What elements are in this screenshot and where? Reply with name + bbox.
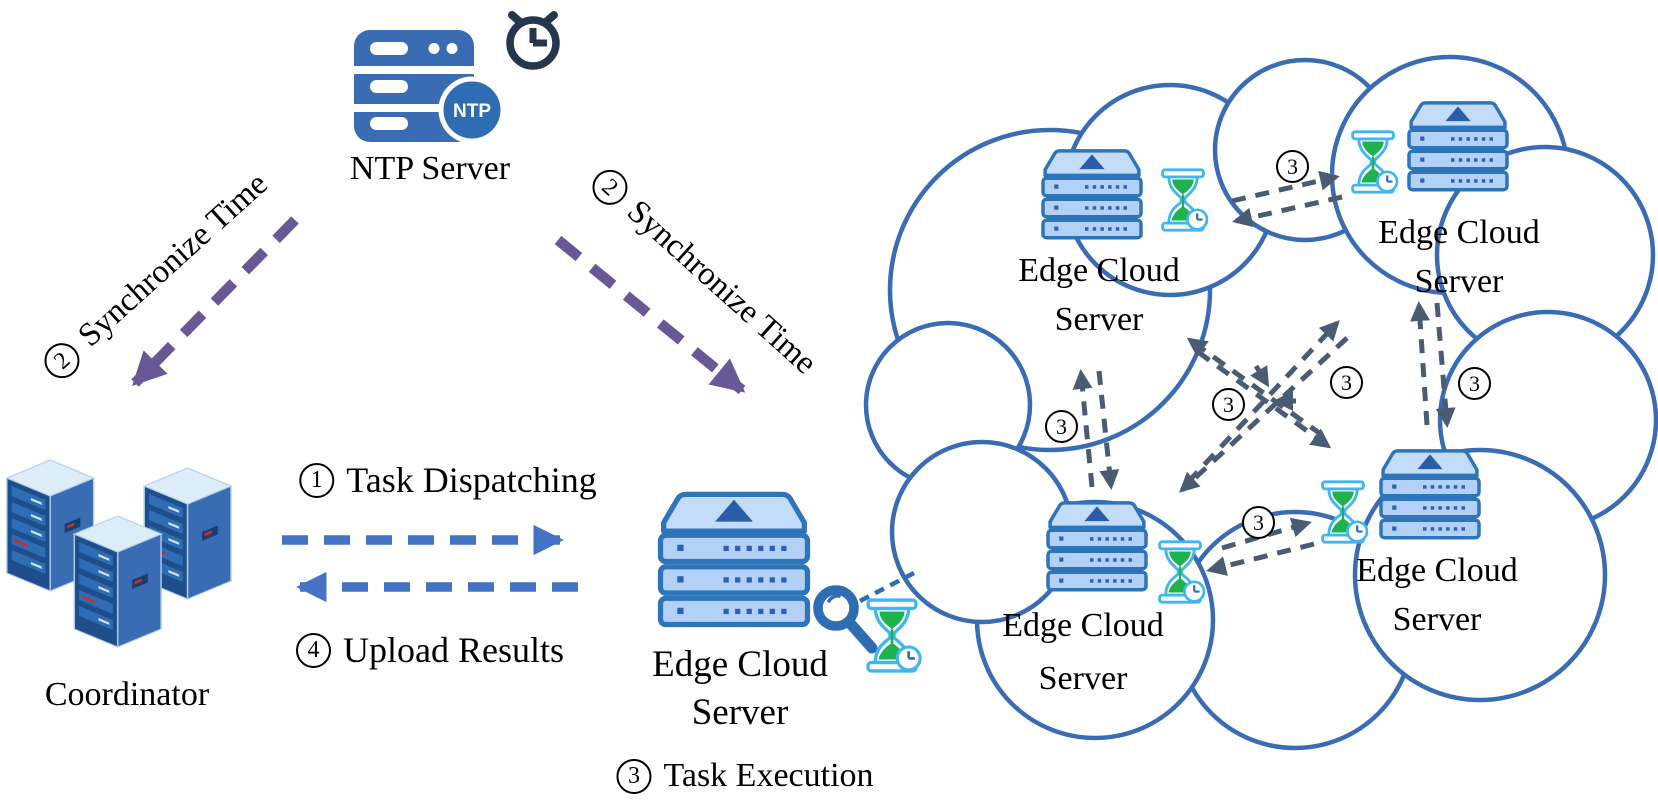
ntp-badge: NTP (438, 76, 506, 144)
task-execution-text: Task Execution (663, 757, 874, 794)
edge-cloud-server-label-bottom-left: Edge Cloud Server (1002, 599, 1163, 705)
step-3-badge: 3 (616, 758, 652, 794)
label-line2: Server (1414, 263, 1504, 300)
coordinator-text: Coordinator (44, 676, 210, 713)
label-line1: Edge Cloud (652, 644, 828, 685)
task-execution-label: 3 Task Execution (616, 757, 874, 795)
upload-results-label: 4 Upload Results (296, 629, 564, 671)
edge-cloud-server-icon-top-left (1036, 146, 1148, 244)
step-3-badge: 3 (1330, 366, 1363, 399)
label-line2: Server (691, 692, 789, 733)
edge-cloud-server-label-bottom-right: Edge Cloud Server (1356, 546, 1517, 644)
ntp-server-label: NTP Server (350, 150, 510, 188)
label-line2: Server (1392, 601, 1482, 638)
edge-cloud-server-icon-bottom-left (1041, 498, 1153, 596)
label-line1: Edge Cloud (1378, 214, 1540, 251)
hourglass-icon-bottom-right (1316, 480, 1370, 544)
cloud-exchange-arrows (1072, 170, 1456, 576)
hourglass-icon-bottom-left (1153, 540, 1207, 604)
edge-cloud-server-label-main: Edge Cloud Server (652, 641, 828, 737)
hourglass-icon-top-right (1346, 130, 1400, 194)
magnifier-icon (813, 585, 878, 654)
stopwatch-icon (506, 11, 560, 70)
label-line1: Edge Cloud (1018, 252, 1180, 289)
edge-cloud-server-icon-top-right (1402, 98, 1514, 196)
step-3-badge: 3 (1045, 410, 1078, 443)
ntp-server-text: NTP Server (349, 150, 511, 187)
label-line1: Edge Cloud (1002, 607, 1164, 644)
hourglass-icon-main (860, 598, 924, 673)
ntp-server-icon: NTP (354, 30, 506, 144)
coordinator-icon (5, 459, 232, 648)
coordinator-label: Coordinator (45, 676, 209, 714)
label-line2: Server (1054, 301, 1144, 338)
edge-cloud-server-icon-bottom-right (1374, 446, 1486, 544)
step-3-badge: 3 (1276, 150, 1309, 183)
label-line1: Edge Cloud (1356, 552, 1518, 589)
task-dispatching-label: 1 Task Dispatching (299, 459, 597, 501)
step-4-badge: 4 (296, 632, 331, 668)
svg-text:NTP: NTP (453, 101, 491, 122)
hourglass-icon-top-left (1156, 168, 1210, 232)
upload-results-text: Upload Results (343, 630, 564, 670)
task-dispatching-text: Task Dispatching (346, 460, 597, 500)
edge-cloud-server-icon-main (650, 487, 818, 634)
edge-cloud-server-label-top-left: Edge Cloud Server (1018, 246, 1179, 344)
step-3-badge: 3 (1458, 367, 1491, 400)
edge-cloud-server-label-top-right: Edge Cloud Server (1378, 208, 1539, 306)
label-line2: Server (1038, 660, 1128, 697)
step-1-badge: 1 (299, 462, 335, 498)
step-3-badge: 3 (1242, 506, 1275, 539)
arrow-sync-right (554, 235, 746, 395)
arrow-sync-left (131, 216, 299, 387)
step-3-badge: 3 (1212, 388, 1245, 421)
